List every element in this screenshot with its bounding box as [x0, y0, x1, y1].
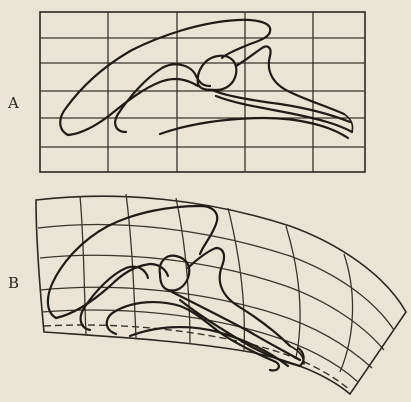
panel-b-grid: [36, 194, 406, 394]
panel-a-grid: [40, 12, 365, 172]
panel-a-rod-lower: [216, 96, 352, 132]
panel-b: B: [8, 194, 406, 394]
panel-a-neck: [236, 46, 344, 114]
panel-b-inner-loop: [81, 267, 148, 330]
panel-a-horizontal-lines: [40, 38, 365, 147]
panel-b-finger: [107, 302, 279, 370]
panel-a-inner-scroll: [115, 64, 210, 132]
panel-a-label: A: [7, 94, 19, 112]
panel-b-frame: [36, 196, 406, 394]
panel-b-outline: [48, 206, 304, 370]
panel-a-lower-lobe: [68, 79, 198, 135]
panel-a: A: [7, 12, 365, 172]
panel-a-frame: [40, 12, 365, 172]
panel-b-label: B: [8, 274, 19, 292]
panel-b-rod-lower: [180, 300, 304, 366]
panel-a-rod-upper: [212, 90, 350, 122]
